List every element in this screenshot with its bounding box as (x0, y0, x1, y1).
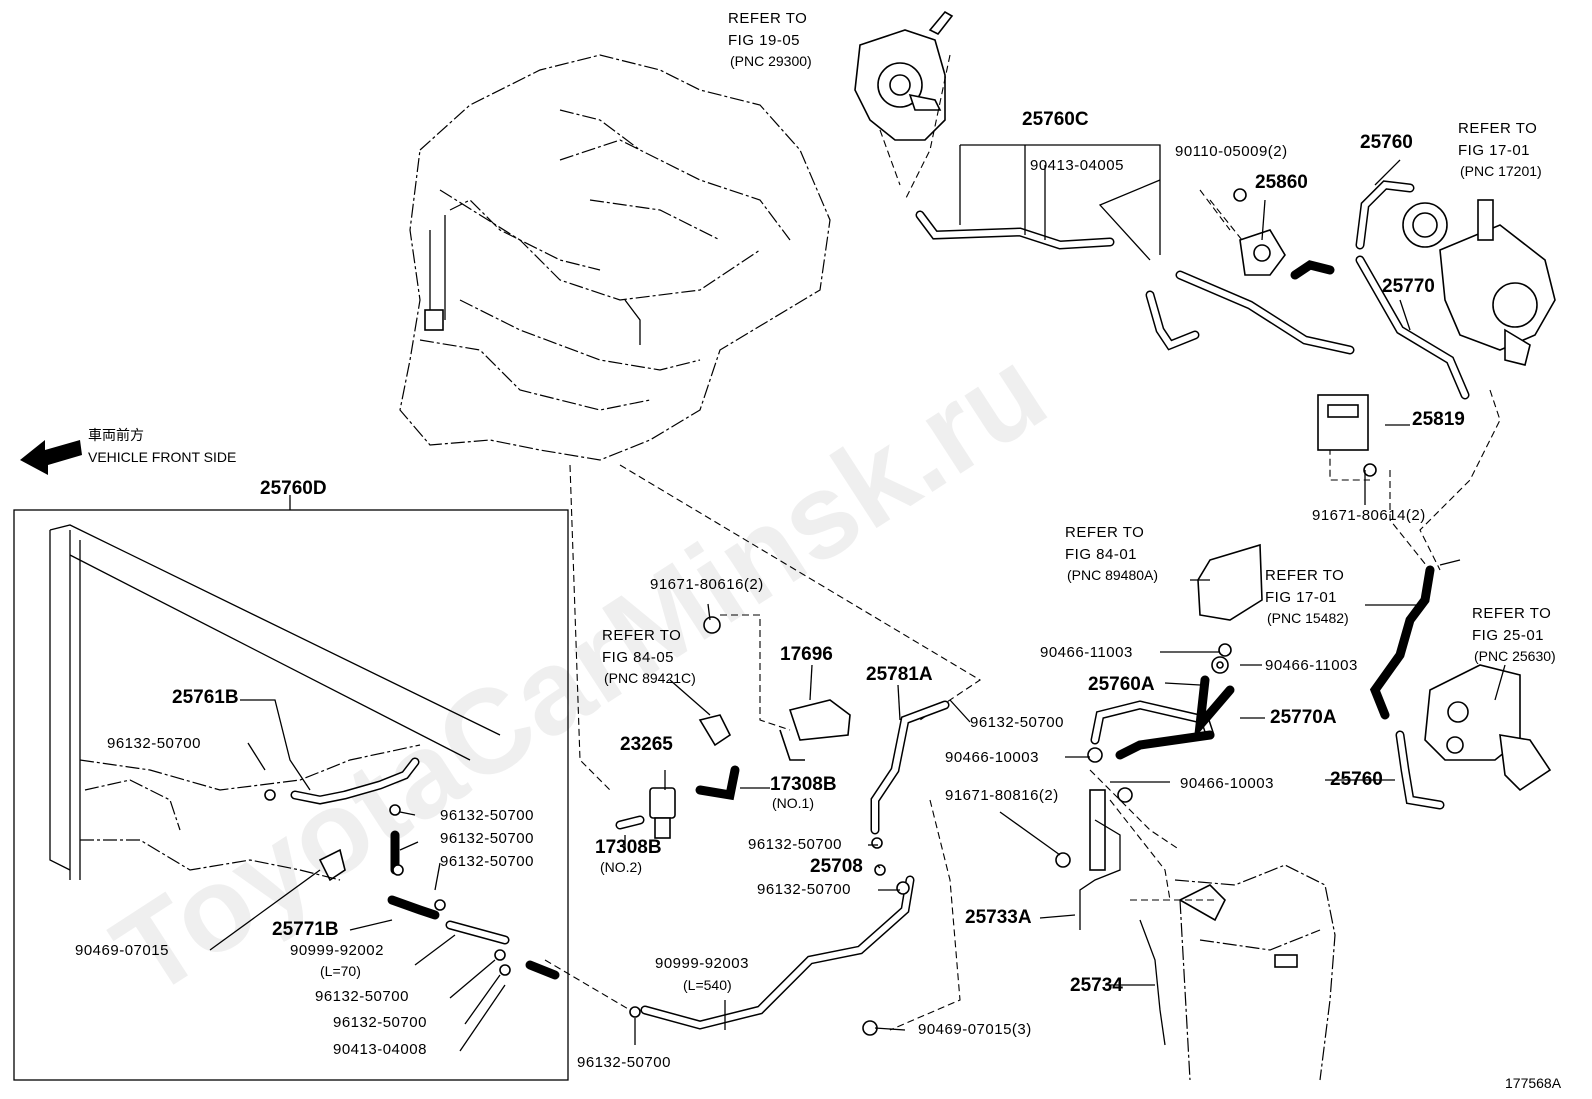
ref-fig1701b-l2: FIG 17-01 (1265, 589, 1337, 606)
part-25760-right: 25760 (1330, 769, 1383, 790)
front-side-en: VEHICLE FRONT SIDE (88, 449, 236, 465)
ref-fig8405-l2: FIG 84-05 (602, 649, 674, 666)
part-25708: 25708 (810, 856, 863, 877)
hoses (290, 180, 1470, 1030)
ref-fig1905-l2: FIG 19-05 (728, 32, 800, 49)
part-91671-80816: 91671-80816(2) (945, 787, 1059, 804)
ref-fig1701a-l3: (PNC 17201) (1460, 163, 1542, 179)
ref-fig8405-l1: REFER TO (602, 627, 681, 644)
part-25770: 25770 (1382, 276, 1435, 297)
part-90466-11003-a: 90466-11003 (1040, 644, 1133, 661)
part-23265: 23265 (620, 734, 673, 755)
part-17308B-no1-sub: (NO.1) (772, 795, 814, 811)
part-96132-b: 96132-50700 (440, 807, 534, 824)
part-25770A: 25770A (1270, 707, 1337, 728)
part-96132-i: 96132-50700 (757, 881, 851, 898)
part-90999-92002: 90999-92002 (290, 942, 384, 959)
part-25781A: 25781A (866, 664, 933, 685)
part-25733A: 25733A (965, 907, 1032, 928)
part-90469-07015: 90469-07015 (75, 942, 169, 959)
ref-fig2501-l3: (PNC 25630) (1474, 648, 1556, 664)
part-96132-a: 96132-50700 (107, 735, 201, 752)
small-components (264, 188, 1377, 1046)
part-90413-04008: 90413-04008 (333, 1041, 427, 1058)
part-25771B: 25771B (272, 919, 339, 940)
ref-fig1701b-l3: (PNC 15482) (1267, 610, 1349, 626)
part-25860: 25860 (1255, 172, 1308, 193)
ref-fig1701a-l2: FIG 17-01 (1458, 142, 1530, 159)
intake-pipe (1174, 864, 1336, 1081)
part-90999-92003: 90999-92003 (655, 955, 749, 972)
part-25760A: 25760A (1088, 674, 1155, 695)
part-96132-g: 96132-50700 (970, 714, 1064, 731)
part-90999-92002-len: (L=70) (320, 963, 361, 979)
radiator (49, 524, 501, 881)
ref-fig1701b-l1: REFER TO (1265, 567, 1344, 584)
figure-id: 177568A (1505, 1075, 1562, 1091)
part-90466-11003-b: 90466-11003 (1265, 657, 1358, 674)
ref-fig8405-l3: (PNC 89421C) (604, 670, 696, 686)
part-90999-92003-len: (L=540) (683, 977, 732, 993)
ref-fig8401-l2: FIG 84-01 (1065, 546, 1137, 563)
ref-fig8401-l3: (PNC 89480A) (1067, 567, 1158, 583)
ref-fig2501-l2: FIG 25-01 (1472, 627, 1544, 644)
part-17308B-no2: 17308B (595, 837, 662, 858)
part-96132-d: 96132-50700 (440, 853, 534, 870)
part-25760-top: 25760 (1360, 132, 1413, 153)
part-96132-f: 96132-50700 (333, 1014, 427, 1031)
leader-lines (209, 144, 1506, 1052)
part-25761B: 25761B (172, 687, 239, 708)
part-25760C: 25760C (1022, 109, 1089, 130)
vehicle-front-arrow (20, 440, 82, 475)
part-96132-h: 96132-50700 (748, 836, 842, 853)
part-17696: 17696 (780, 644, 833, 665)
throttle-body (1424, 664, 1552, 792)
front-side-jp: 車両前方 (88, 427, 144, 443)
part-96132-c: 96132-50700 (440, 830, 534, 847)
part-25734: 25734 (1070, 975, 1123, 996)
ref-fig1905-l1: REFER TO (728, 10, 807, 27)
part-90413-04005: 90413-04005 (1030, 157, 1124, 174)
part-91671-80616: 91671-80616(2) (650, 576, 764, 593)
part-90466-10003-a: 90466-10003 (945, 749, 1039, 766)
ref-fig8401-l1: REFER TO (1065, 524, 1144, 541)
part-17308B-no2-sub: (NO.2) (600, 859, 642, 875)
part-90110-05009: 90110-05009(2) (1175, 143, 1288, 160)
part-96132-j: 96132-50700 (577, 1054, 671, 1071)
radiator-detail-box (13, 509, 569, 1081)
ref-fig2501-l1: REFER TO (1472, 605, 1551, 622)
labels: 車両前方 VEHICLE FRONT SIDE REFER TO FIG 19-… (75, 10, 1562, 1091)
part-90469-07015-3: 90469-07015(3) (918, 1021, 1032, 1038)
part-25819: 25819 (1412, 409, 1465, 430)
part-90466-10003-b: 90466-10003 (1180, 775, 1274, 792)
part-96132-e: 96132-50700 (315, 988, 409, 1005)
part-17308B-no1: 17308B (770, 774, 837, 795)
turbocharger (1402, 199, 1556, 366)
ref-fig1905-l3: (PNC 29300) (730, 53, 812, 69)
vacuum-pump (854, 10, 954, 141)
engine-block-outline (399, 54, 831, 461)
part-25760D: 25760D (260, 478, 327, 499)
ref-fig1701a-l1: REFER TO (1458, 120, 1537, 137)
part-91671-80614: 91671-80614(2) (1312, 507, 1426, 524)
